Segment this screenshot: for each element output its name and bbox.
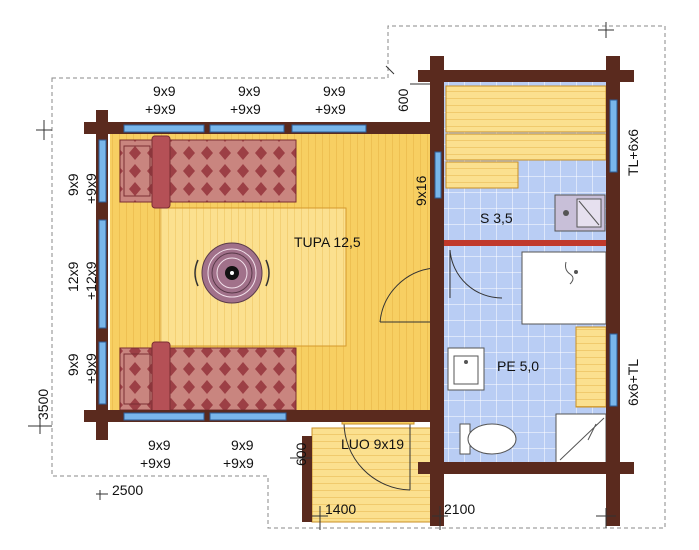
- window-label-bottom-1a: 9x9: [148, 437, 171, 453]
- windows: [98, 99, 618, 421]
- window-label-top-1a: 9x9: [153, 83, 176, 99]
- boundary-outline: [51, 25, 666, 529]
- window-label-top-3a: 9x9: [323, 83, 346, 99]
- window-label-bottom-2b: +9x9: [223, 455, 254, 471]
- dimension-3500: 3500: [35, 389, 51, 420]
- shower: [521, 251, 607, 325]
- room-label-tupa: TUPA 12,5: [294, 234, 361, 250]
- window-label-left-bot-b: +9x9: [83, 353, 99, 384]
- bed-top: [119, 135, 297, 209]
- dimension-600-top: 600: [395, 88, 411, 112]
- toilet: [459, 423, 517, 455]
- dimension-lines: [28, 22, 616, 530]
- bed-bottom: [119, 341, 297, 415]
- window-label-bottom-1b: +9x9: [140, 455, 171, 471]
- dimension-2100: 2100: [444, 501, 475, 517]
- window-label-top-1b: +9x9: [145, 101, 176, 117]
- window-label-left-top-b: +9x9: [83, 173, 99, 204]
- room-label-luo: LUO 9x19: [341, 436, 404, 452]
- window-label-top-2b: +9x9: [230, 101, 261, 117]
- sink: [447, 347, 485, 391]
- dimension-600-bottom: 600: [293, 442, 309, 466]
- window-label-left-bot-a: 9x9: [65, 353, 81, 376]
- window-label-top-3b: +9x9: [315, 101, 346, 117]
- door-swings: [343, 249, 503, 491]
- sauna-divider: [440, 240, 610, 246]
- door-label-tupa: 9x16: [413, 175, 429, 206]
- window-label-left-top-a: 9x9: [65, 173, 81, 196]
- porch-step: [311, 427, 435, 523]
- dimension-1400: 1400: [325, 501, 356, 517]
- dimension-2500: 2500: [112, 482, 143, 498]
- window-label-bottom-2a: 9x9: [231, 437, 254, 453]
- sauna-stove: [554, 194, 606, 232]
- window-label-left-mid-a: 12x9: [65, 261, 81, 292]
- sauna-benches: [445, 85, 607, 189]
- window-label-right-bot: 6x6+TL: [625, 359, 641, 406]
- fireplace: [194, 242, 270, 304]
- window-label-right-top: TL+6x6: [625, 129, 641, 176]
- room-label-sauna: S 3,5: [480, 210, 513, 226]
- window-label-left-mid-b: +12x9: [83, 261, 99, 300]
- room-label-pesuhuone: PE 5,0: [497, 358, 539, 374]
- wash-bench: [575, 326, 607, 408]
- floor-drain-corner: [555, 413, 607, 465]
- window-label-top-2a: 9x9: [238, 83, 261, 99]
